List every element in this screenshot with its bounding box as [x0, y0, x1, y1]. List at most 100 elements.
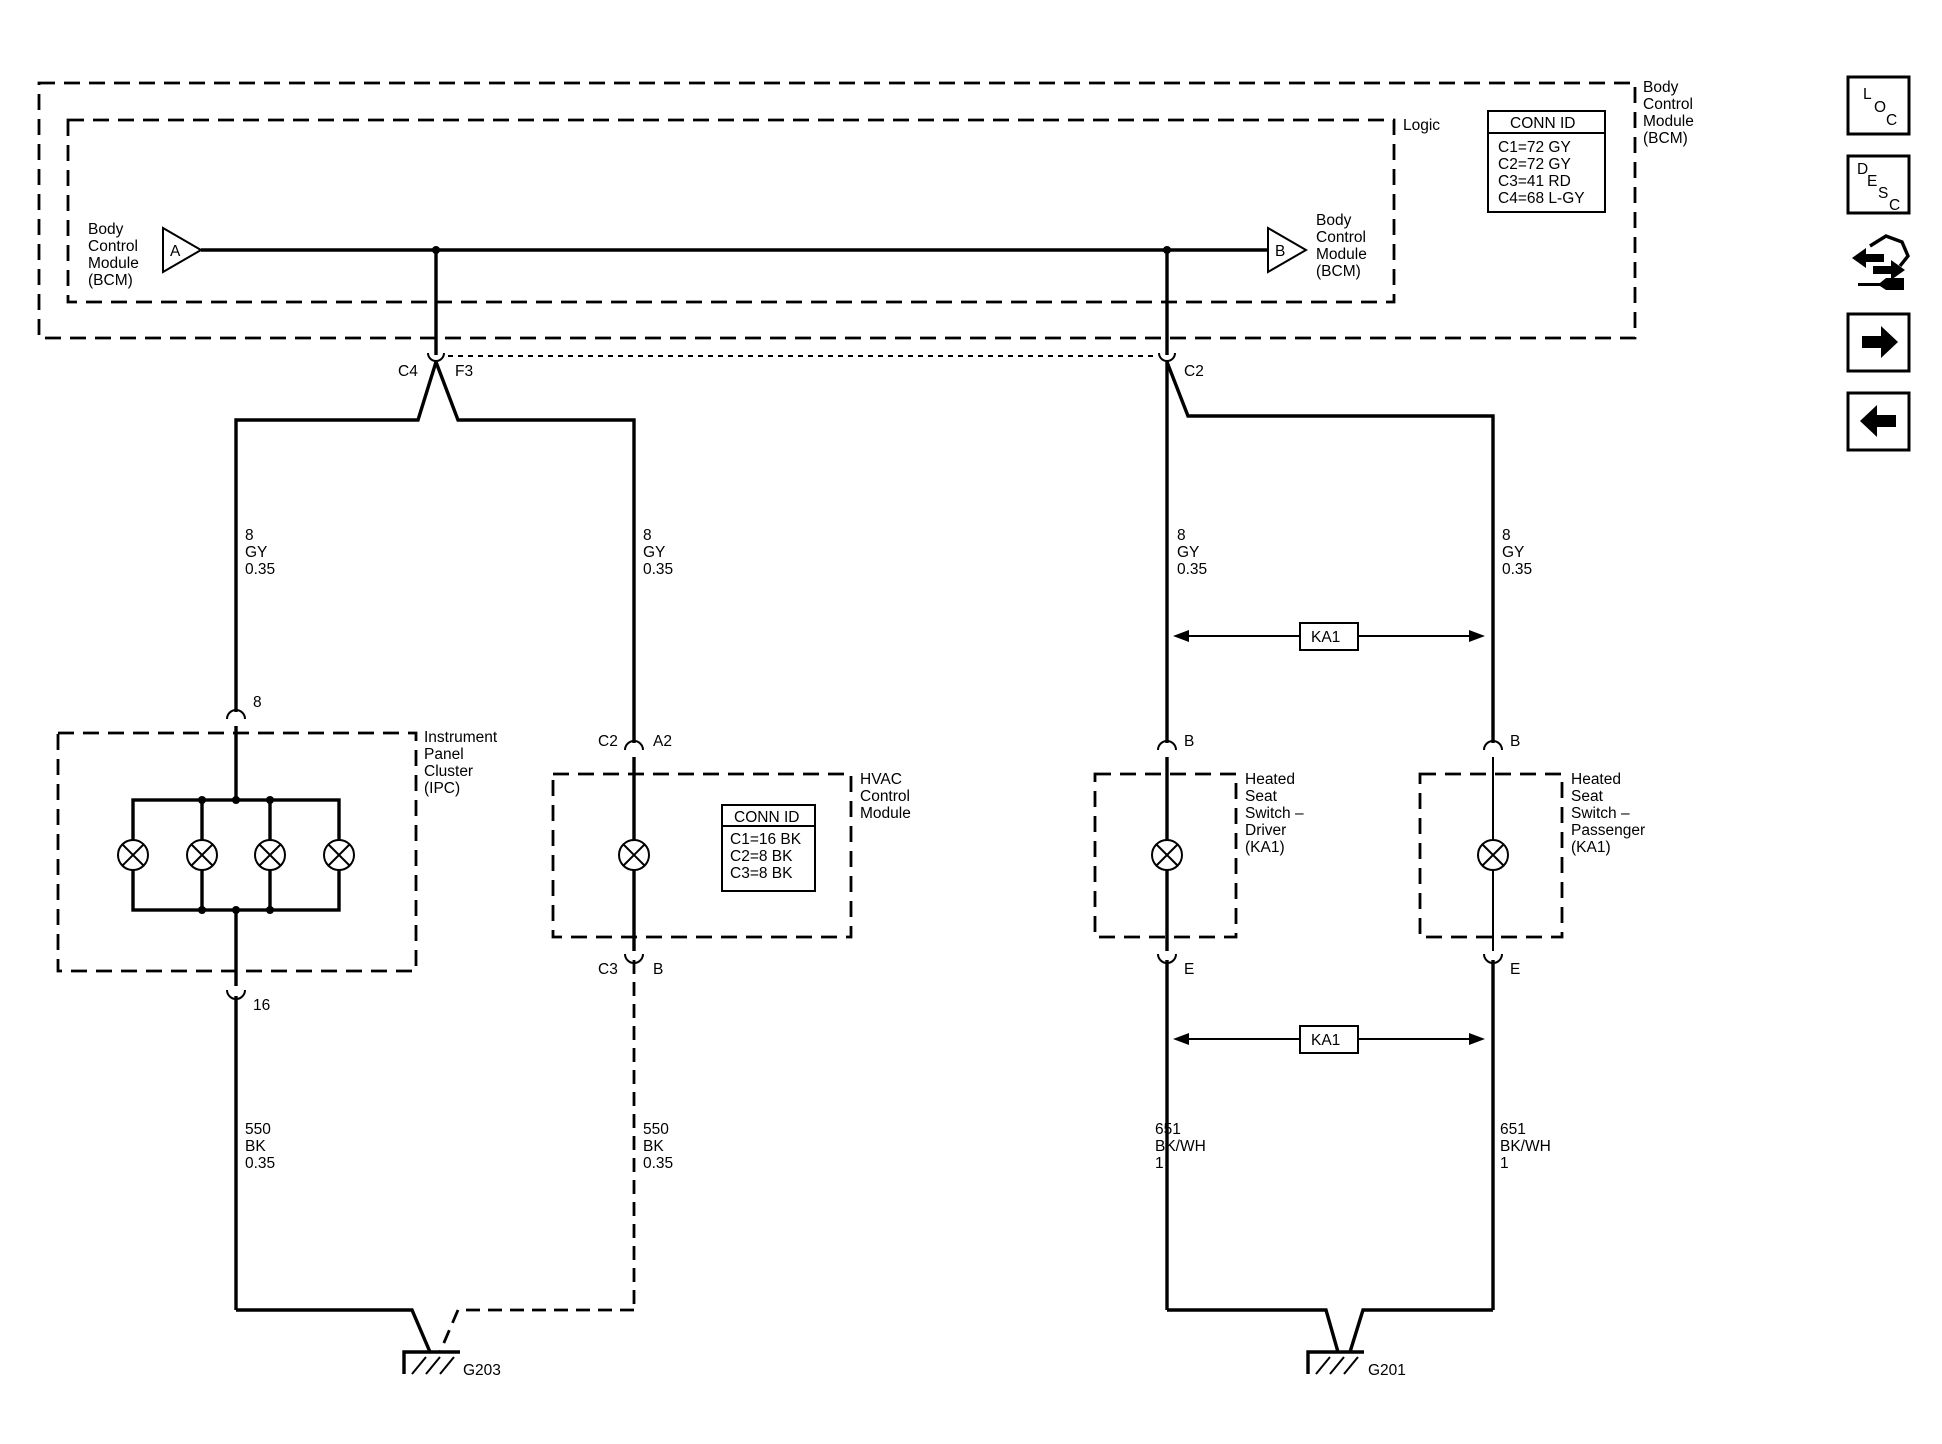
hvac-label-line: HVAC: [860, 771, 902, 788]
ground-g203: G203: [402, 1350, 501, 1379]
connector-icon: [1158, 352, 1176, 362]
wire-circuit: 8: [1502, 527, 1511, 544]
ipc-label-line: Cluster: [424, 763, 473, 780]
ipc-label-line: Instrument: [424, 729, 498, 746]
right-branch-wiring: 8 GY 0.35 8 GY 0.35 KA1: [1165, 361, 1532, 743]
conn-id-row: C2=8 BK: [730, 848, 793, 865]
conn-id-row: C1=72 GY: [1498, 139, 1571, 156]
passenger-pin-bottom: E: [1510, 961, 1520, 978]
option-arrow-bottom: KA1: [1173, 1025, 1485, 1054]
input-triangle-icon: [162, 226, 203, 274]
bcm-output-label: Body: [1316, 212, 1352, 229]
ground-icon: [1306, 1350, 1364, 1375]
next-page-button[interactable]: [1846, 312, 1911, 373]
bcm-output-b: B Body Control Module (BCM): [1267, 212, 1367, 280]
driver-label-line: Seat: [1245, 788, 1278, 805]
passenger-label-line: (KA1): [1571, 839, 1611, 856]
bcm-input-label: (BCM): [88, 272, 133, 289]
hvac-outline: [551, 772, 853, 939]
passenger-label-line: Switch –: [1571, 805, 1630, 822]
desc-letter: D: [1857, 161, 1868, 178]
bcm-title-line: Body: [1643, 79, 1679, 96]
conn-id-row: C1=16 BK: [730, 831, 802, 848]
ground-icon: [402, 1350, 460, 1375]
arrow-right-icon: [1862, 326, 1898, 358]
arrow-right-icon: [1469, 630, 1485, 642]
bcm-title-line: (BCM): [1643, 130, 1688, 147]
wire-color: BK: [643, 1138, 664, 1155]
wire-circuit: 8: [1177, 527, 1186, 544]
wire-size: 0.35: [1502, 561, 1532, 578]
wire-color: GY: [245, 544, 267, 561]
ground-label: G203: [463, 1362, 501, 1379]
heated-seat-switch-driver: B Heated Seat Switch – Driver (KA1) E: [1093, 733, 1304, 978]
bcm-title-line: Module: [1643, 113, 1694, 130]
wire-size: 0.35: [1177, 561, 1207, 578]
ipc-label-line: (IPC): [424, 780, 460, 797]
wire-color: BK: [245, 1138, 266, 1155]
hvac-conn-id-table: CONN ID C1=16 BK C2=8 BK C3=8 BK: [721, 804, 816, 892]
connector-label-f3: F3: [455, 363, 473, 380]
connector-icon: [1157, 740, 1177, 751]
wire-circuit: 8: [245, 527, 254, 544]
hvac-conn-bottom: C3: [598, 961, 618, 978]
instrument-panel-cluster: 8 Instrument Panel Cluster (IPC) 16: [56, 694, 498, 1014]
ground-g201: G201: [1306, 1350, 1406, 1379]
bcm-input-label: Body: [88, 221, 124, 238]
wire-circuit: 550: [245, 1121, 271, 1138]
logic-label: Logic: [1403, 117, 1440, 134]
lamp-icon: [254, 839, 286, 871]
driver-label-line: Switch –: [1245, 805, 1304, 822]
passenger-switch-outline: [1418, 772, 1564, 939]
conn-id-header: CONN ID: [734, 809, 799, 826]
loc-letter: L: [1863, 86, 1872, 103]
location-button[interactable]: L O C: [1846, 75, 1911, 136]
hvac-pin-top: A2: [653, 733, 672, 750]
wire-circuit: 651: [1155, 1121, 1181, 1138]
conn-id-row: C3=8 BK: [730, 865, 793, 882]
ipc-pin-top: 8: [253, 694, 262, 711]
previous-page-button[interactable]: [1846, 391, 1911, 452]
wire-size: 0.35: [643, 1155, 673, 1172]
wire-color: GY: [643, 544, 665, 561]
bcm-connectors: C4 F3 C2: [398, 352, 1204, 380]
connector-arrows-icon: [1852, 248, 1884, 268]
input-letter: A: [170, 243, 181, 260]
option-badge: [1299, 1025, 1359, 1054]
output-letter: B: [1275, 243, 1285, 260]
loc-letter: O: [1874, 99, 1886, 116]
option-badge-label: KA1: [1311, 629, 1340, 646]
driver-label-line: (KA1): [1245, 839, 1285, 856]
desc-letter: S: [1878, 185, 1888, 202]
conn-id-row: C4=68 L-GY: [1498, 190, 1585, 207]
driver-label-line: Driver: [1245, 822, 1286, 839]
wrench-icon: [1858, 278, 1904, 290]
arrow-right-icon: [1469, 1033, 1485, 1045]
wire-size: 1: [1500, 1155, 1509, 1172]
bcm-input-a: Body Control Module (BCM) A: [88, 221, 203, 289]
wire-color: GY: [1177, 544, 1199, 561]
option-arrow-top: KA1: [1173, 622, 1485, 651]
right-ground-wiring: 651 BK/WH 1 651 BK/WH 1 KA1: [1155, 960, 1551, 1353]
heated-seat-switch-passenger: B Heated Seat Switch – Passenger (KA1) E: [1418, 733, 1645, 978]
bcm-logic-outline: [66, 118, 1396, 304]
connector-view-button[interactable]: [1848, 232, 1910, 294]
connector-arrows-icon: [1873, 260, 1905, 280]
passenger-label-line: Seat: [1571, 788, 1604, 805]
driver-pin-bottom: E: [1184, 961, 1194, 978]
lamp-icon: [117, 839, 149, 871]
connector-icon: [624, 740, 644, 751]
connector-label-c4: C4: [398, 363, 418, 380]
left-ground-wiring: 550 BK 0.35 550 BK 0.35: [234, 960, 673, 1353]
hvac-conn-top: C2: [598, 733, 618, 750]
hvac-control-module: C2 A2 HVAC Control Module CONN ID C1=16 …: [551, 733, 911, 978]
bcm-input-label: Module: [88, 255, 139, 272]
output-triangle-icon: [1267, 226, 1308, 274]
option-badge-label: KA1: [1311, 1032, 1340, 1049]
hvac-label-line: Control: [860, 788, 910, 805]
description-button[interactable]: D E S C: [1846, 154, 1911, 215]
wire-circuit: 550: [643, 1121, 669, 1138]
driver-label-line: Heated: [1245, 771, 1295, 788]
wrench-icon: [1869, 234, 1910, 268]
